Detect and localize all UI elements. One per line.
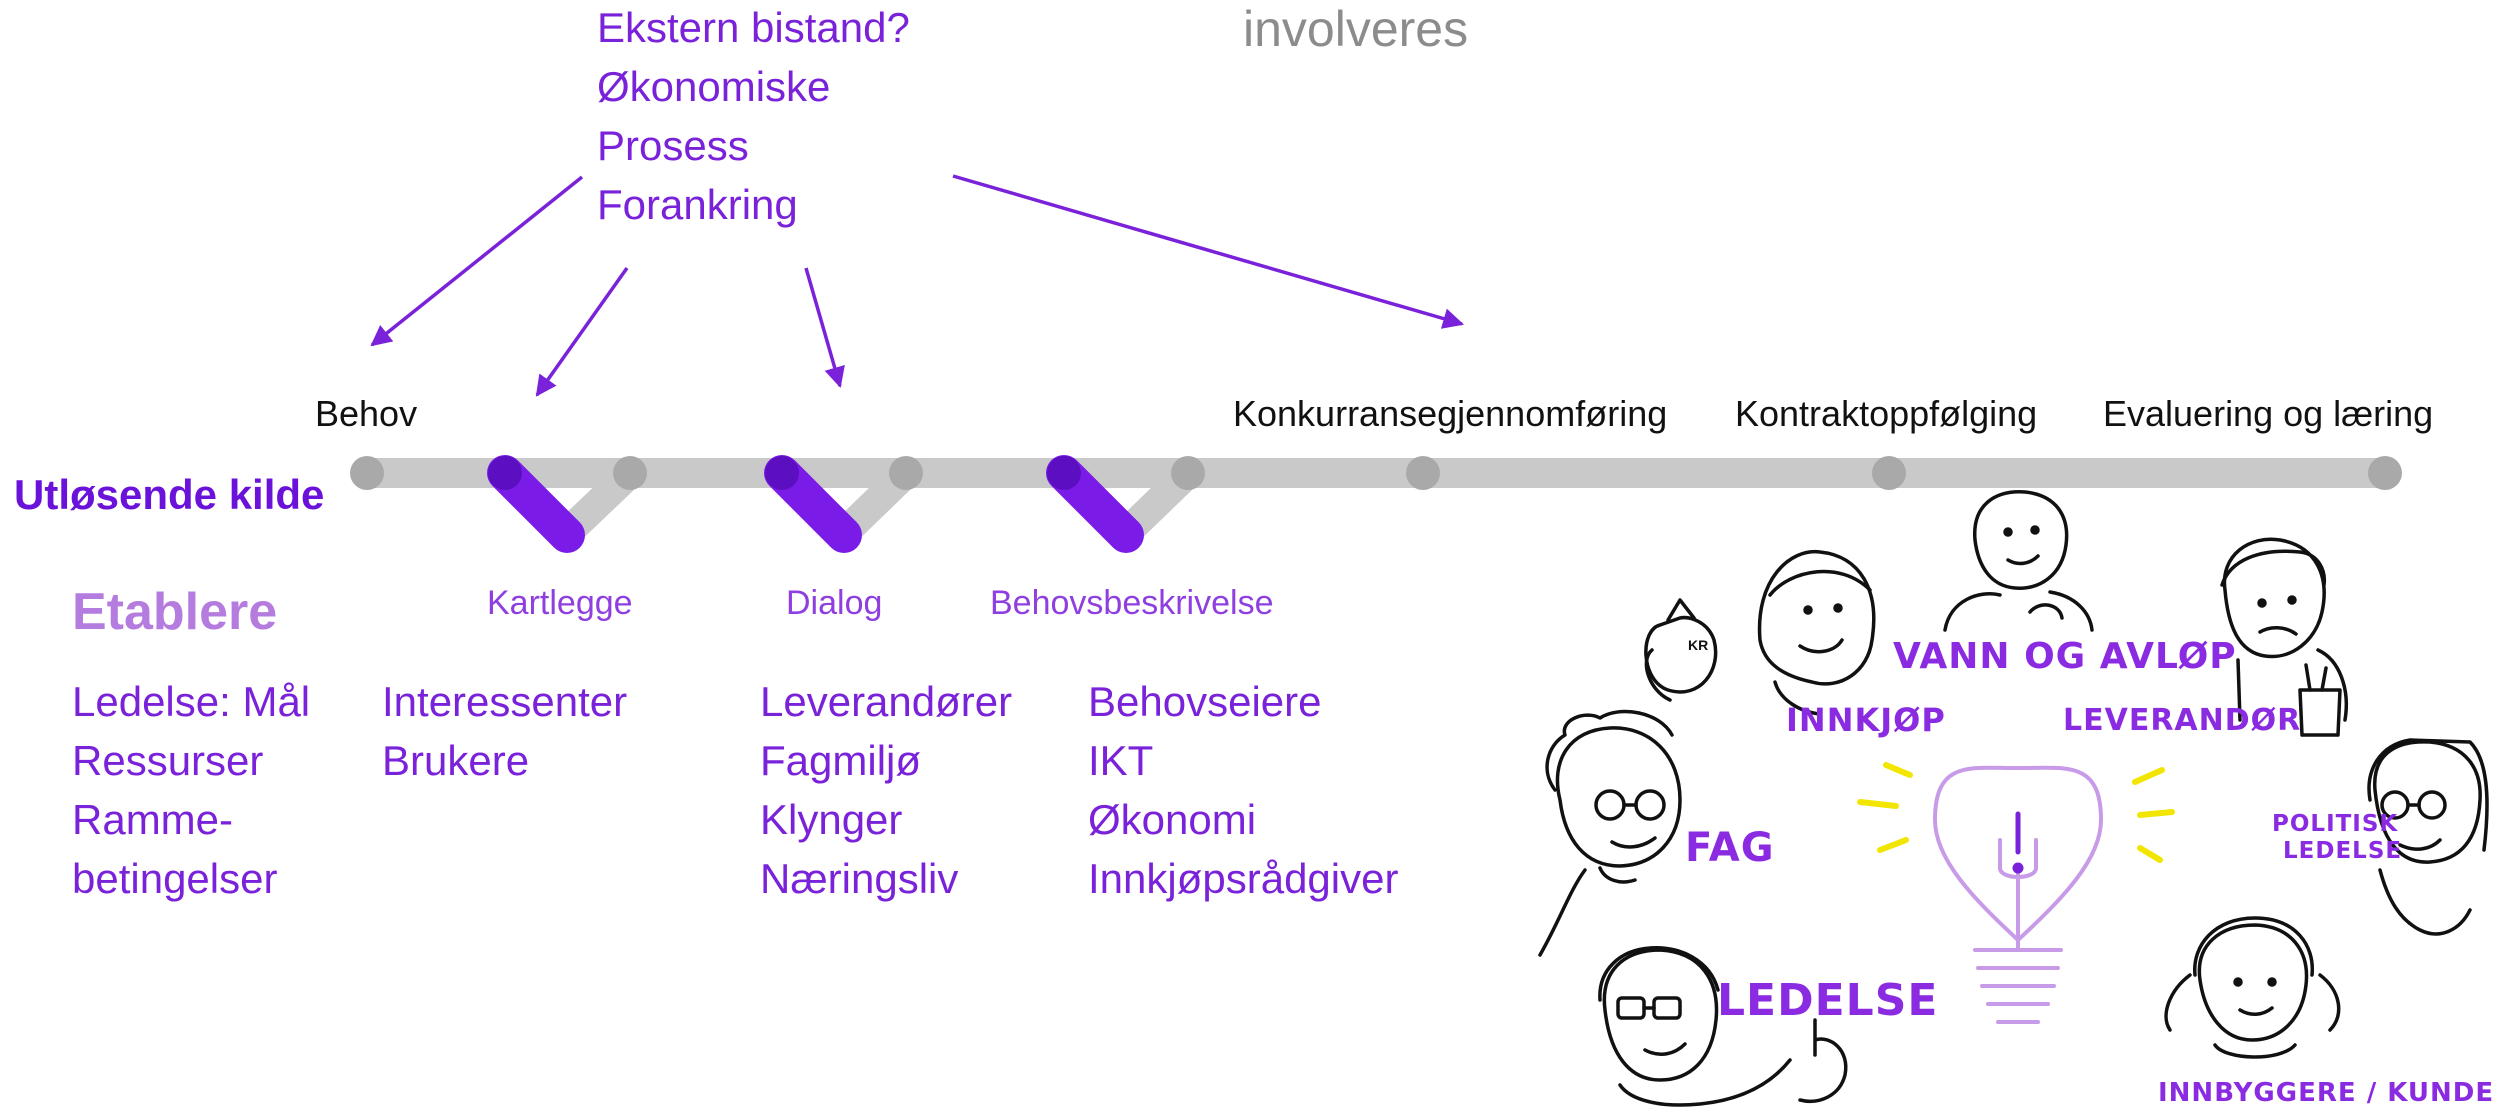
leverandor-person-icon xyxy=(2220,537,2348,737)
money-bag-icon xyxy=(1644,598,1718,702)
list-item: Ledelse: Mål xyxy=(72,678,311,725)
timeline-node xyxy=(488,456,522,490)
dialog-list: Leverandører Fagmiljø Klynger Næringsliv xyxy=(760,672,1012,908)
timeline xyxy=(350,455,2402,553)
list-item: betingelser xyxy=(72,855,278,902)
list-item: Behovseiere xyxy=(1088,678,1322,725)
label-innbyggere-kunder: INNBYGGERE / KUNDER xyxy=(2158,1078,2496,1108)
list-item: Ramme- xyxy=(72,796,234,843)
list-item: Brukere xyxy=(382,737,530,784)
establish-list: Ledelse: Mål Ressurser Ramme- betingelse… xyxy=(72,672,310,908)
timeline-node xyxy=(1047,456,1081,490)
money-bag-label: KR xyxy=(1688,637,1709,653)
timeline-node xyxy=(350,456,384,490)
timeline-node xyxy=(1872,456,1906,490)
timeline-node xyxy=(765,456,799,490)
label-ledelse: LEDELSE xyxy=(1717,975,1939,1026)
timeline-node xyxy=(2368,456,2402,490)
innkjop-person-icon xyxy=(1757,549,1876,716)
question-item: Forankring xyxy=(597,181,798,228)
list-item: Fagmiljø xyxy=(760,737,922,784)
arrows xyxy=(370,174,1465,397)
arrow-to-dialog xyxy=(804,267,845,389)
list-item: Klynger xyxy=(760,796,903,843)
arrow-to-behov xyxy=(370,175,584,347)
list-item: IKT xyxy=(1088,737,1154,784)
arrow-to-kartlegge xyxy=(535,266,629,397)
timeline-node xyxy=(889,456,923,490)
timeline-node xyxy=(1406,456,1440,490)
label-innkjop: INNKJØP xyxy=(1786,701,1946,739)
arrow-to-konkurranse xyxy=(952,174,1465,329)
fag-person-icon xyxy=(1538,709,1682,957)
page-title: involveres xyxy=(1243,1,1469,57)
list-item: Ressurser xyxy=(72,737,264,784)
label-fag: FAG xyxy=(1685,825,1775,871)
trigger-label: Utløsende kilde xyxy=(14,471,325,518)
label-politisk: POLITISK xyxy=(2272,811,2399,837)
list-item: Interessenter xyxy=(382,678,628,725)
stage-konkurranse: Konkurransegjennomføring xyxy=(1233,393,1668,434)
politisk-person-icon xyxy=(2367,738,2489,936)
light-bulb-icon xyxy=(1932,765,2104,1024)
substage-behovsbeskrivelse: Behovsbeskrivelse xyxy=(990,584,1274,622)
vann-person-icon xyxy=(1943,490,2094,632)
questions-list: Ekstern bistand? Økonomiske Prosess Fora… xyxy=(597,0,910,234)
substage-dialog: Dialog xyxy=(786,584,883,622)
question-item: Prosess xyxy=(597,122,749,169)
stage-evaluering: Evaluering og læring xyxy=(2103,393,2434,434)
behovsbeskrivelse-list: Behovseiere IKT Økonomi Innkjøpsrådgiver xyxy=(1088,672,1398,908)
list-item: Leverandører xyxy=(760,678,1013,725)
ledelse-person-icon xyxy=(1598,946,1848,1107)
timeline-node xyxy=(1171,456,1205,490)
question-item: Ekstern bistand? xyxy=(597,4,910,51)
list-item: Økonomi xyxy=(1088,796,1257,843)
stage-behov: Behov xyxy=(315,393,418,434)
question-item: Økonomiske xyxy=(597,63,831,110)
spark-icon xyxy=(1857,762,2175,863)
substage-kartlegge: Kartlegge xyxy=(487,584,633,622)
establish-heading: Etablere xyxy=(72,583,278,641)
timeline-node xyxy=(613,456,647,490)
innbyggere-person-icon xyxy=(2164,916,2341,1059)
list-item: Næringsliv xyxy=(760,855,959,902)
kartlegge-list: Interessenter Brukere xyxy=(382,672,627,790)
label-vann-og-avlop: VANN OG AVLØP xyxy=(1893,636,2237,677)
list-item: Innkjøpsrådgiver xyxy=(1088,855,1399,902)
label-leverandor: LEVERANDØR xyxy=(2063,703,2302,738)
label-politisk-ledelse: LEDELSE xyxy=(2283,838,2403,864)
exclamation-icon xyxy=(2012,811,2024,874)
stage-kontraktoppfolging: Kontraktoppfølging xyxy=(1735,393,2038,434)
